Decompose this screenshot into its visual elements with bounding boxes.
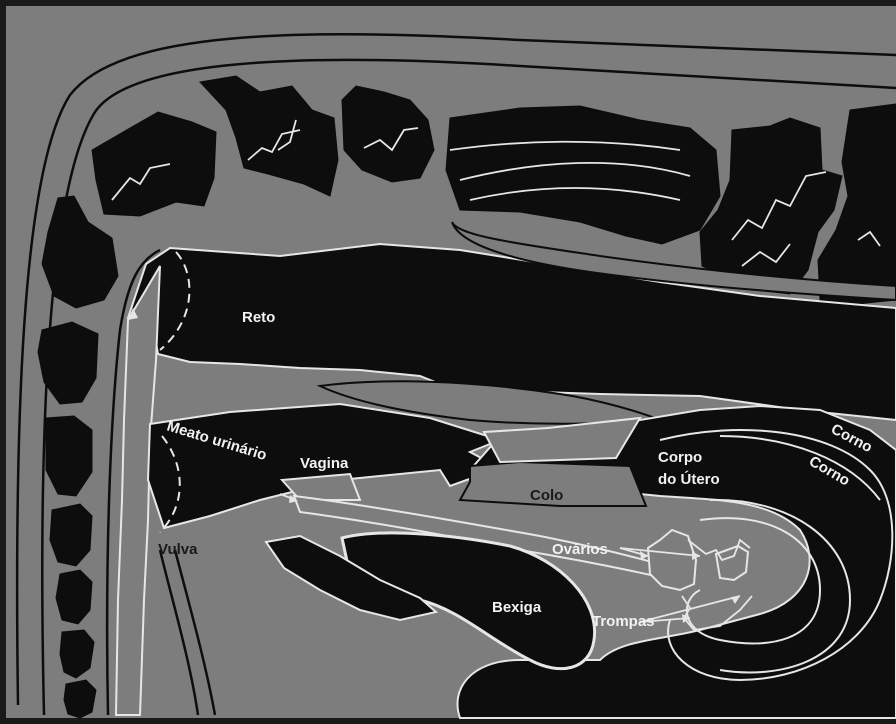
label-vulva: Vulva [158,541,198,558]
vertebra [64,680,96,718]
label-reto: Reto [242,309,275,326]
label-ovarios: Ovários [552,541,608,558]
label-do-utero: do Útero [658,470,720,488]
label-corpo: Corpo [658,449,702,466]
label-colo: Colo [530,487,563,504]
label-bexiga: Bexiga [492,599,542,616]
label-trompas: Trompas [592,613,655,630]
label-vagina: Vagina [300,455,349,472]
